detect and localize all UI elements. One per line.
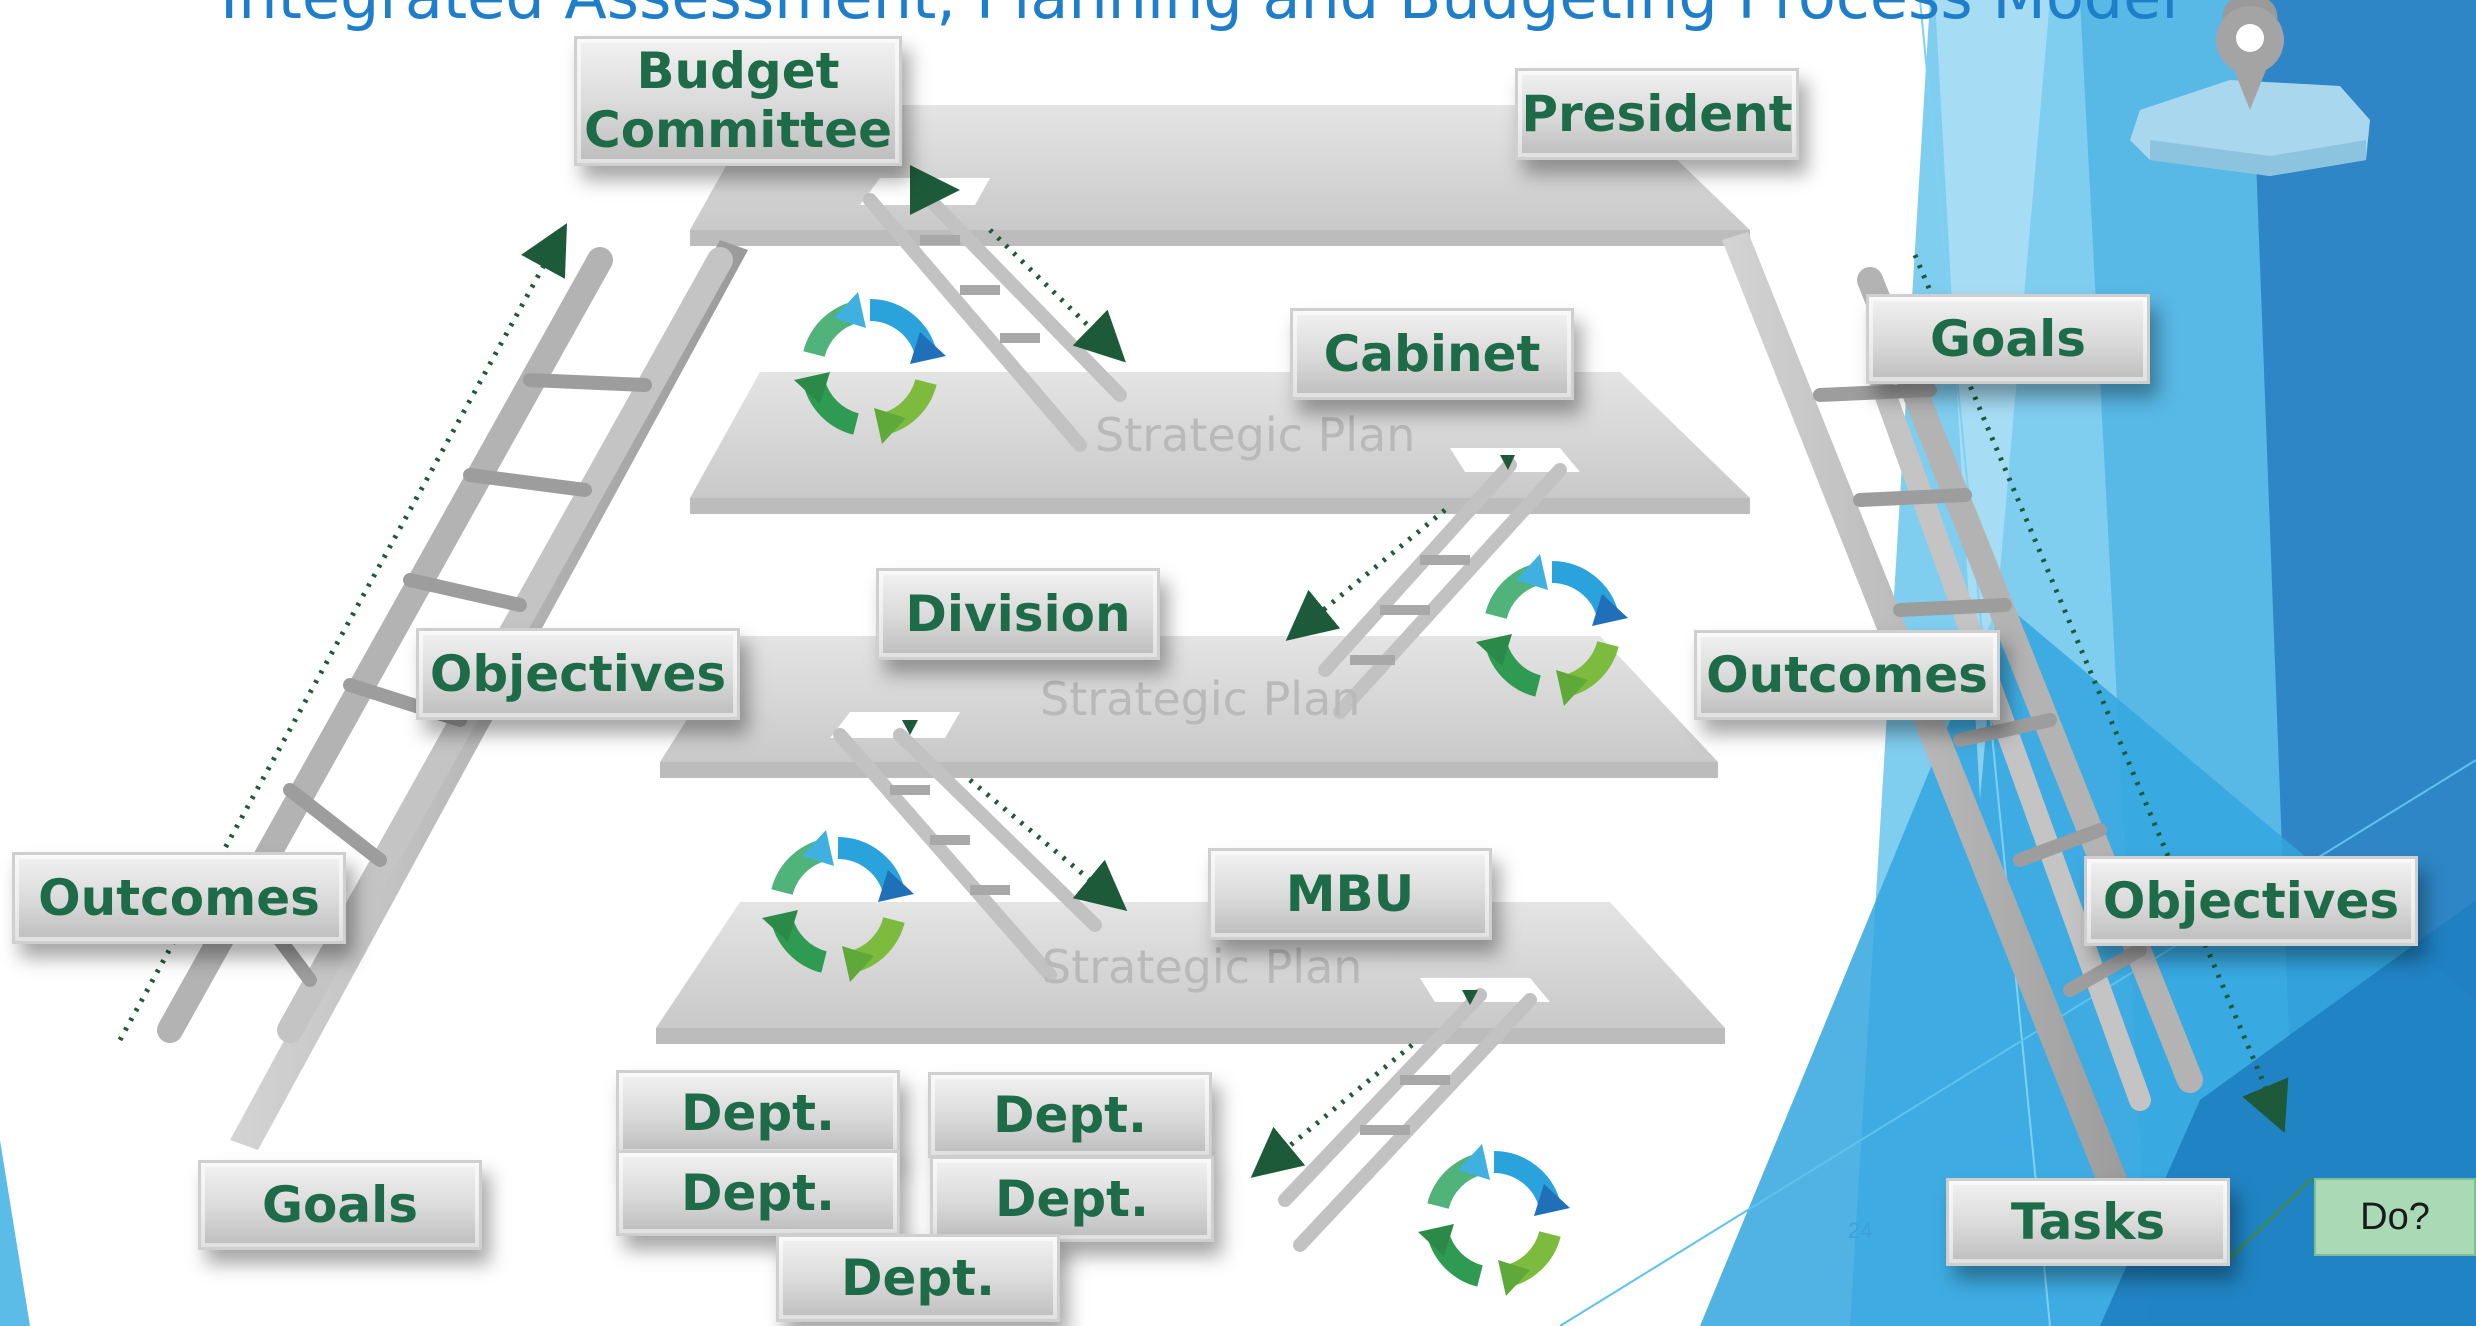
cycle-arrows-icon — [1418, 1144, 1570, 1296]
platform-label-3: Strategic Plan — [1042, 940, 1363, 994]
right-ladder — [1813, 267, 2203, 1111]
division-box: Division — [876, 568, 1160, 660]
dept-box-2: Dept. — [928, 1072, 1212, 1158]
budget-committee-box: Budget Committee — [574, 36, 902, 166]
dept-box-5: Dept. — [776, 1234, 1060, 1322]
do-button[interactable]: Do? — [2314, 1178, 2476, 1256]
platform-label-1: Strategic Plan — [1095, 408, 1416, 462]
mbu-box: MBU — [1208, 848, 1492, 940]
map-pin-icon — [2130, 0, 2370, 176]
dept-box-1: Dept. — [616, 1070, 900, 1156]
cabinet-box: Cabinet — [1290, 308, 1574, 400]
left-outcomes-box: Outcomes — [12, 852, 346, 944]
president-box: President — [1515, 68, 1799, 160]
right-goals-box: Goals — [1866, 294, 2150, 384]
connector-line — [2228, 1176, 2314, 1260]
page-number: 24 — [1848, 1218, 1873, 1243]
left-goals-box: Goals — [198, 1160, 482, 1250]
small-ladders — [833, 193, 1567, 1252]
right-outcomes-box: Outcomes — [1694, 630, 2000, 720]
right-objectives-box: Objectives — [2084, 856, 2418, 946]
slide-title: Integrated Assessment, Planning and Budg… — [220, 0, 2178, 33]
right-tasks-box: Tasks — [1946, 1178, 2230, 1266]
dept-box-3: Dept. — [616, 1150, 900, 1236]
platform-label-2: Strategic Plan — [1040, 672, 1361, 726]
dept-box-4: Dept. — [930, 1156, 1214, 1242]
left-objectives-box: Objectives — [416, 628, 740, 720]
